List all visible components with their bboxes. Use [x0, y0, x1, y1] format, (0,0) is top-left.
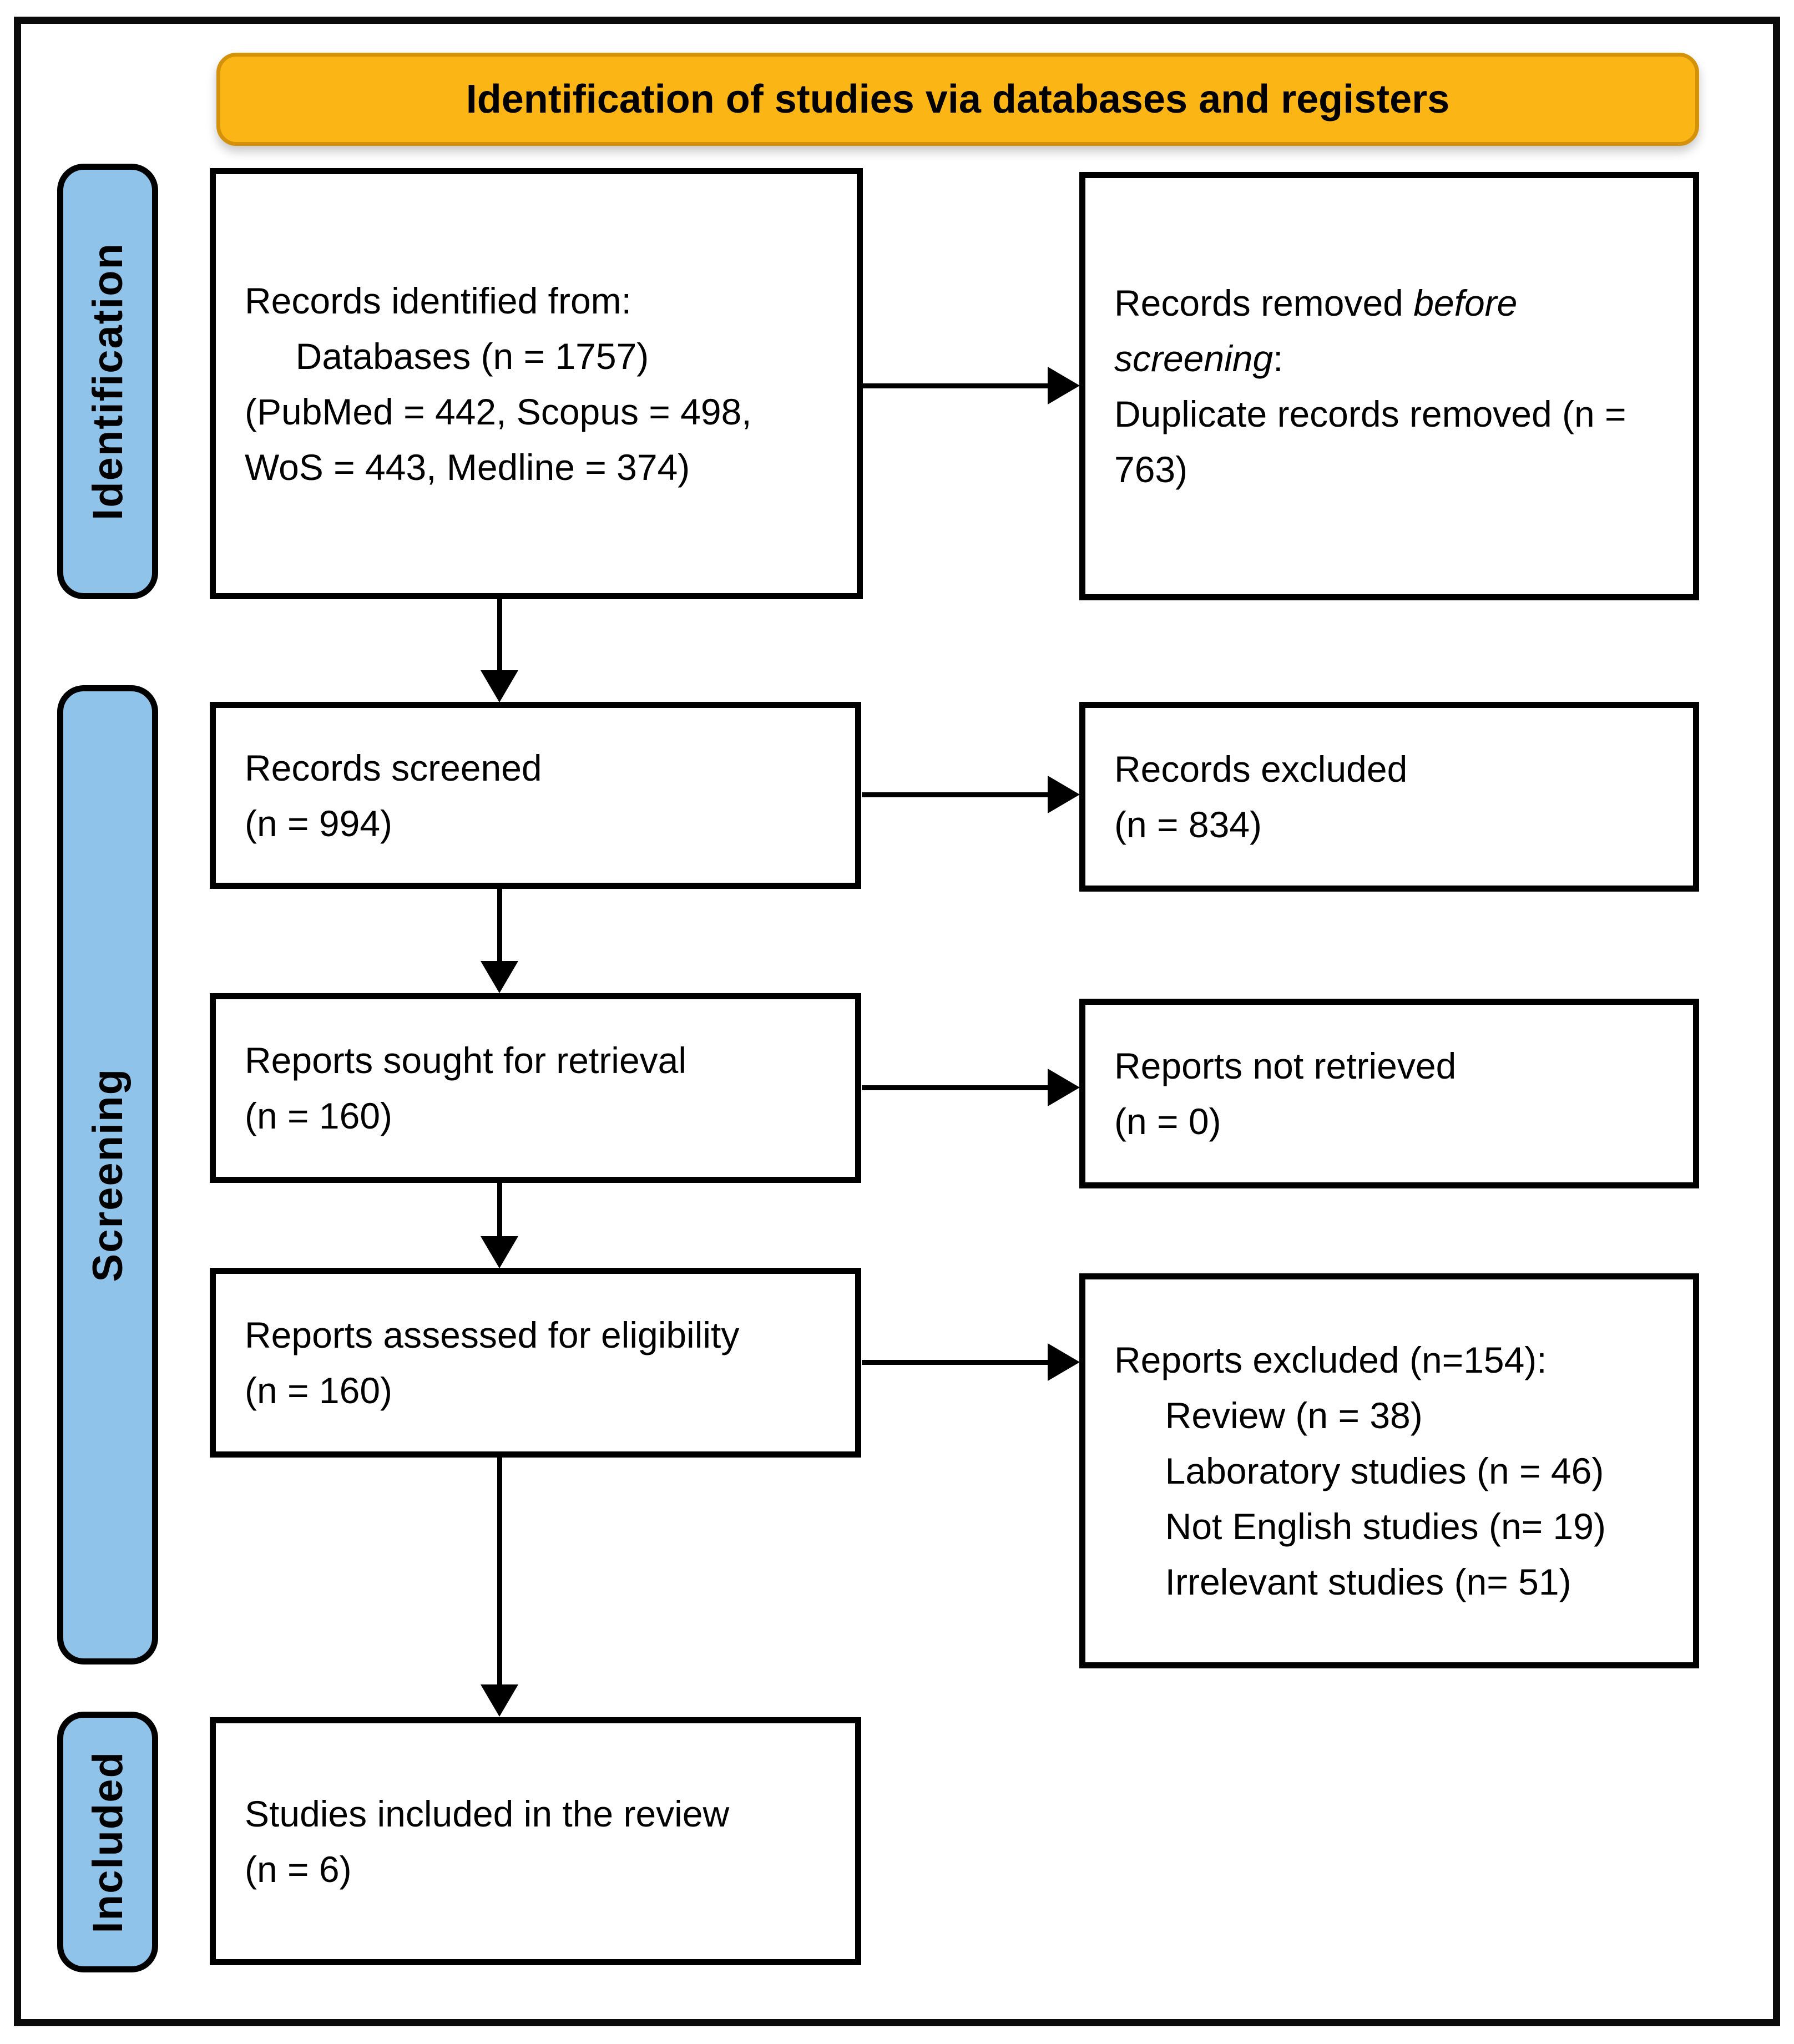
arrowhead-right-icon: [1048, 1343, 1080, 1381]
arrowhead-right-icon: [1048, 776, 1080, 813]
stage-label-screening: Screening: [84, 1067, 132, 1282]
arrow-shaft: [497, 889, 502, 963]
outer-frame: [14, 17, 1780, 2026]
banner-title: Identification of studies via databases …: [216, 53, 1699, 146]
stage-label-identification: Identification: [84, 242, 132, 520]
arrowhead-down-icon: [481, 961, 518, 993]
arrow-shaft: [862, 383, 1049, 388]
box-reports-excluded-reasons: Reports excluded (n=154): Review (n = 38…: [1079, 1273, 1699, 1668]
arrow-shaft: [862, 1360, 1049, 1365]
box-records-excluded: Records excluded(n = 834): [1079, 702, 1699, 892]
arrowhead-right-icon: [1048, 1069, 1080, 1106]
box-reports-sought-for-retrieval: Reports sought for retrieval(n = 160): [210, 993, 861, 1183]
box-reports-assessed-for-eligibility: Reports assessed for eligibility(n = 160…: [210, 1268, 861, 1458]
box-studies-included-in-review: Studies included in the review(n = 6): [210, 1717, 861, 1965]
banner-title-text: Identification of studies via databases …: [466, 77, 1450, 122]
arrow-shaft: [497, 599, 502, 672]
arrowhead-right-icon: [1048, 367, 1080, 404]
arrowhead-down-icon: [481, 670, 518, 702]
box-records-identified: Records identified from: Databases (n = …: [210, 168, 863, 599]
arrow-shaft: [862, 1085, 1049, 1090]
stage-bar-identification: Identification: [57, 164, 158, 599]
box-reports-not-retrieved: Reports not retrieved(n = 0): [1079, 999, 1699, 1188]
arrow-shaft: [862, 792, 1049, 797]
stage-bar-included: Included: [57, 1712, 158, 1972]
arrow-shaft: [497, 1458, 502, 1686]
arrow-shaft: [497, 1183, 502, 1238]
arrowhead-down-icon: [481, 1684, 518, 1717]
arrowhead-down-icon: [481, 1236, 518, 1268]
box-records-screened: Records screened(n = 994): [210, 702, 861, 889]
stage-label-included: Included: [84, 1750, 132, 1934]
stage-bar-screening: Screening: [57, 685, 158, 1664]
